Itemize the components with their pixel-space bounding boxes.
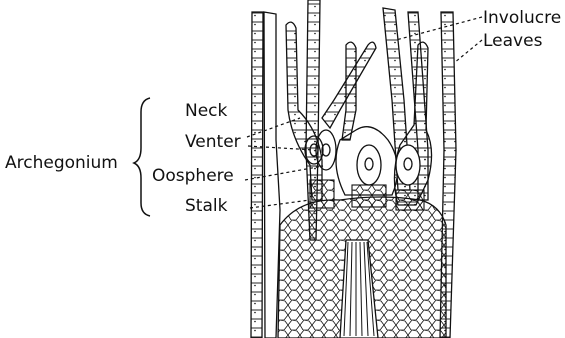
label-leaves: Leaves	[483, 33, 542, 50]
label-stalk: Stalk	[185, 198, 227, 215]
label-involucre: Involucre	[483, 10, 561, 27]
stem-tissue	[278, 197, 446, 338]
label-oosphere: Oosphere	[152, 168, 234, 185]
label-archegonium: Archegonium	[5, 155, 118, 172]
label-venter: Venter	[185, 134, 241, 151]
archegonium-brace	[134, 98, 150, 216]
label-neck: Neck	[185, 103, 227, 120]
